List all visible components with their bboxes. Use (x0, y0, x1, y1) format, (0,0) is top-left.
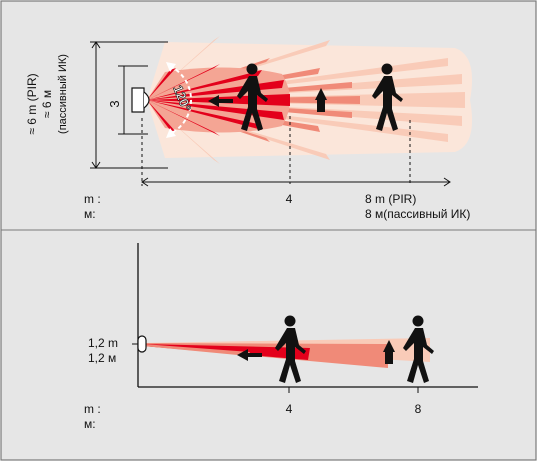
height-label-ru: ≈ 6 м (40, 90, 54, 118)
unit-label-m: m : (84, 402, 101, 416)
unit-label-ru: м: (84, 207, 96, 221)
side-view: 1,2 m 1,2 м m : м: 4 8 (84, 243, 478, 431)
arrow-left-icon (237, 349, 262, 361)
sensor-icon (137, 335, 147, 353)
arrow-left-icon (208, 95, 233, 107)
tick-label-8: 8 (415, 402, 422, 416)
arc-arrow-icon (166, 62, 176, 72)
tick-label-4: 4 (286, 402, 293, 416)
arrow-up-icon (383, 340, 395, 364)
tick-label-8-ru: 8 м(пассивный ИК) (365, 207, 470, 221)
sensor-icon (131, 87, 150, 113)
width-label: 3 (107, 100, 122, 107)
arc-arrow-icon (166, 128, 176, 138)
tick-label-8-pir: 8 m (PIR) (365, 192, 416, 206)
height-label-pir: ≈ 6 m (PIR) (25, 73, 39, 134)
height-label-ru-note: (пассивный ИК) (57, 54, 69, 134)
angle-arc (169, 65, 192, 135)
top-view: 120° 3 ≈ 6 m (PIR) ≈ 6 м (пассивный ИК) (25, 36, 473, 221)
axes (137, 243, 478, 388)
width-dimension (118, 65, 148, 135)
distance-guides (141, 116, 411, 186)
arrow-up-icon (315, 88, 327, 112)
unit-label-m: m : (84, 192, 101, 206)
coverage-zone (147, 36, 473, 164)
height-label-ru: 1,2 м (88, 351, 116, 365)
x-ticks (288, 387, 419, 393)
height-dimension (90, 41, 168, 169)
unit-label-ru: м: (84, 417, 96, 431)
tick-label-4: 4 (286, 192, 293, 206)
distance-axis (141, 177, 451, 187)
height-label-m: 1,2 m (88, 336, 118, 350)
